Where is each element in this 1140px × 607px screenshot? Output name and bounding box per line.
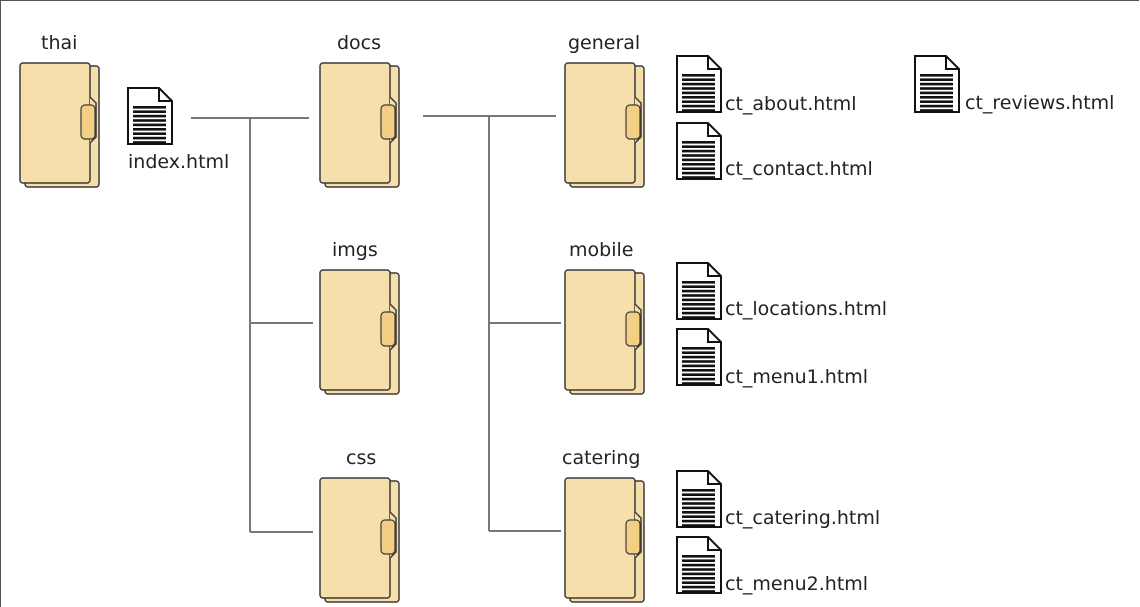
folder-label-general: general xyxy=(568,32,641,54)
file-icon xyxy=(675,121,723,181)
file-label-ct-menu1: ct_menu1.html xyxy=(725,366,869,388)
file-icon xyxy=(675,261,723,321)
folder-icon xyxy=(564,268,646,396)
folder-label-css: css xyxy=(346,447,377,469)
folder-label-catering: catering xyxy=(562,447,641,469)
folder-icon xyxy=(319,476,401,604)
file-label-index: index.html xyxy=(128,151,230,173)
file-icon xyxy=(126,86,174,146)
file-icon xyxy=(675,469,723,529)
folder-label-thai: thai xyxy=(41,32,78,54)
folder-icon xyxy=(564,61,646,189)
folder-icon xyxy=(564,476,646,604)
file-label-ct-menu2: ct_menu2.html xyxy=(725,573,869,595)
folder-label-docs: docs xyxy=(337,32,382,54)
file-label-ct-locations: ct_locations.html xyxy=(725,298,888,320)
folder-icon xyxy=(19,61,101,189)
file-icon xyxy=(675,327,723,387)
folder-label-imgs: imgs xyxy=(332,239,378,261)
file-label-ct-contact: ct_contact.html xyxy=(725,158,873,180)
folder-label-mobile: mobile xyxy=(569,239,634,261)
folder-icon xyxy=(319,61,401,189)
file-label-ct-reviews: ct_reviews.html xyxy=(965,92,1115,114)
file-label-ct-about: ct_about.html xyxy=(725,93,857,115)
folder-icon xyxy=(319,268,401,396)
file-icon xyxy=(913,54,961,114)
file-label-ct-catering: ct_catering.html xyxy=(725,507,881,529)
file-icon xyxy=(675,54,723,114)
file-icon xyxy=(675,535,723,595)
